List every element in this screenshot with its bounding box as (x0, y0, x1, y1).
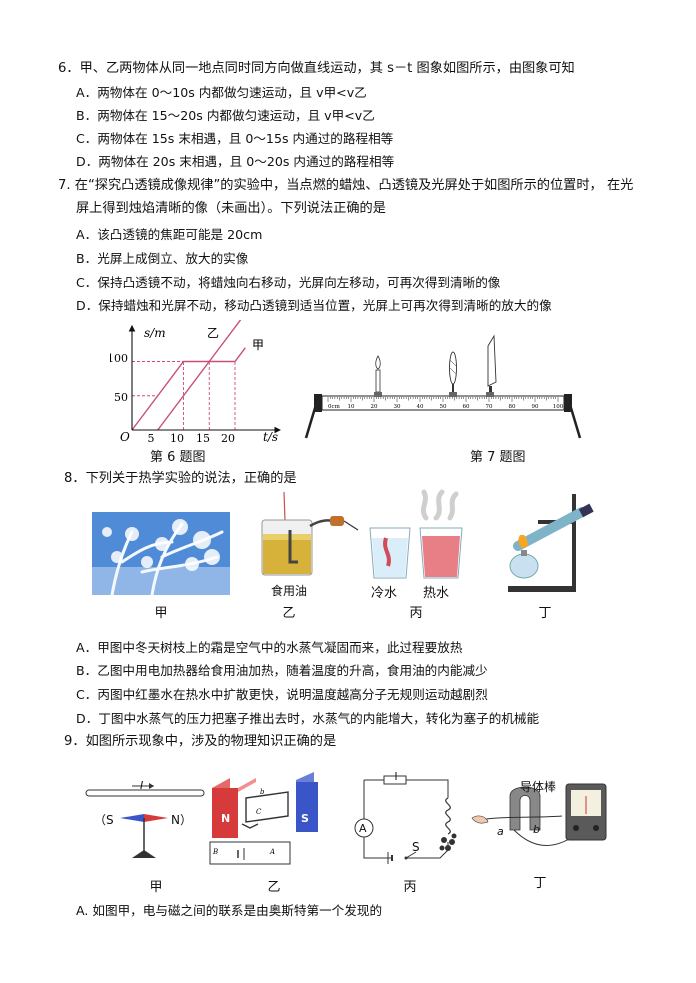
current-label: I (140, 779, 144, 792)
q9-label-jia: 甲 (149, 880, 163, 895)
fig7-caption: 第 7 题图 (470, 450, 526, 465)
q6-stem: 6．甲、乙两物体从同一地点同时同方向做直线运动，其 s－t 图象如图所示，由图象… (58, 61, 575, 76)
q9-option-a: A. 如图甲，电与磁之间的联系是由奥斯特第一个发现的 (76, 903, 383, 918)
candle-icon (374, 355, 382, 397)
q7-option-c: C．保持凸透镜不动，将蜡烛向右移动，光屏向左移动，可再次得到清晰的像 (76, 275, 501, 290)
st-chart: O s/m t/s 5 10 15 20 50 100 乙 甲 (110, 320, 282, 445)
svg-text:A: A (269, 848, 275, 856)
rod-a-label: a (497, 825, 504, 838)
x-tick-10: 10 (170, 432, 184, 445)
q8-label-ding: 丁 (538, 606, 552, 621)
ruler-label: 80 (509, 404, 516, 410)
x-tick-15: 15 (196, 432, 210, 445)
rod-b-label: b (533, 823, 540, 836)
q6-option-c: C．两物体在 15s 末相遇，且 0～15s 内通过的路程相等 (76, 131, 394, 146)
hot-water-label: 热水 (423, 586, 450, 601)
test-tube-picture (508, 494, 594, 592)
q8-option-a: A．甲图中冬天树枝上的霜是空气中的水蒸气凝固而来，此过程要放热 (76, 640, 463, 655)
fig6-caption: 第 6 题图 (150, 450, 206, 465)
q8-label-yi: 乙 (282, 606, 296, 621)
y-axis-label: s/m (144, 326, 166, 340)
y-tick-50: 50 (114, 391, 128, 404)
ruler-label: 20 (371, 404, 378, 410)
ruler-label: 50 (440, 404, 447, 410)
screen-icon (486, 334, 497, 397)
ruler-label: 40 (417, 404, 424, 410)
q9-label-ding: 丁 (533, 876, 547, 891)
ruler-label: 60 (463, 404, 470, 410)
q7-option-d: D．保持蜡烛和光屏不动，移动凸透镜到适当位置，光屏上可再次得到清晰的放大的像 (76, 298, 552, 313)
series-line-yi (157, 320, 242, 431)
frost-tree-picture (92, 512, 230, 595)
series-label-yi: 乙 (207, 326, 219, 340)
x-tick-5: 5 (148, 432, 155, 445)
svg-text:b: b (260, 788, 265, 796)
ruler-label: 10 (348, 404, 355, 410)
oil-label: 食用油 (271, 584, 308, 598)
compass-s-label: （S (94, 813, 114, 827)
q8-label-bing: 丙 (409, 606, 423, 621)
rod-label: 导体棒 (520, 780, 557, 794)
origin-label: O (120, 430, 130, 444)
magnet-s-label: S (301, 812, 309, 825)
q9-stem: 9．如图所示现象中，涉及的物理知识正确的是 (64, 734, 337, 749)
q8-option-b: B．乙图中用电加热器给食用油加热，随着温度的升高，食用油的内能减少 (76, 663, 488, 678)
water-cups-picture (369, 489, 463, 579)
y-tick-100: 100 (110, 352, 128, 365)
q9-label-yi: 乙 (267, 880, 281, 895)
magnet-n-label: N (221, 812, 231, 825)
electromagnet-circuit-picture (354, 772, 457, 864)
compass-n-label: N） (171, 813, 192, 827)
q8-option-c: C．丙图中红墨水在热水中扩散更快，说明温度越高分子无规则运动越剧烈 (76, 687, 488, 702)
q8-option-d: D．丁图中水蒸气的压力把塞子推出去时，水蒸气的内能增大，转化为塞子的机械能 (76, 711, 540, 726)
ruler-label: 70 (486, 404, 493, 410)
series-label-jia: 甲 (252, 338, 264, 352)
q8-label-jia: 甲 (154, 606, 168, 621)
q7-option-a: A．该凸透镜的焦距可能是 20cm (76, 227, 263, 242)
q6-option-b: B．两物体在 15～20s 内都做匀速运动，且 v甲<v乙 (76, 108, 375, 123)
x-axis-label: t/s (263, 430, 278, 444)
q7-option-b: B．光屏上成倒立、放大的实像 (76, 251, 249, 266)
q7-stem-line1: 7. 在“探究凸透镜成像规律”的实验中，当点燃的蜡烛、凸透镜及光屏处于如图所示的… (58, 178, 634, 193)
svg-text:B: B (212, 848, 218, 856)
ruler-label: 100 (553, 404, 564, 410)
q9-label-bing: 丙 (403, 880, 417, 895)
ammeter-label: A (359, 822, 367, 835)
ruler-label: 30 (394, 404, 401, 410)
q6-option-d: D．两物体在 20s 末相遇，且 0～20s 内通过的路程相等 (76, 154, 395, 169)
svg-text:C: C (256, 808, 262, 816)
ruler-label: 90 (532, 404, 539, 410)
induction-picture (471, 783, 607, 846)
switch-label: S (412, 840, 420, 854)
cold-water-label: 冷水 (371, 586, 398, 601)
motor-picture: B A b C (209, 772, 318, 865)
ruler-unit-label: 0cm (328, 404, 341, 410)
lens-icon (449, 351, 457, 397)
q6-option-a: A．两物体在 0～10s 内都做匀速运动，且 v甲<v乙 (76, 85, 367, 100)
optical-bench: 0cm 10 20 30 40 50 60 70 80 90 100 (304, 334, 582, 439)
x-tick-20: 20 (221, 432, 235, 445)
oil-beaker-picture (261, 491, 359, 576)
q7-stem-line2: 屏上得到烛焰清晰的像（未画出）。下列说法正确的是 (76, 201, 386, 216)
q8-stem: 8．下列关于热学实验的说法，正确的是 (64, 471, 297, 486)
oersted-picture (85, 783, 205, 858)
